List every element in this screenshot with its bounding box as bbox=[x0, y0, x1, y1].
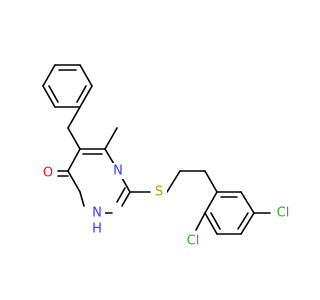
bond bbox=[204, 191, 218, 214]
bond bbox=[104, 127, 118, 150]
bond bbox=[240, 212, 255, 235]
nitrogen-label: N bbox=[92, 206, 102, 221]
bond bbox=[42, 85, 56, 108]
bond bbox=[67, 127, 81, 150]
nitrogen-label: N bbox=[113, 164, 123, 179]
bond bbox=[76, 85, 87, 103]
bond bbox=[195, 212, 206, 231]
phenyl-ring bbox=[42, 64, 93, 108]
bond bbox=[121, 177, 131, 193]
bond bbox=[79, 191, 85, 207]
atom-label-cl-para: Cl bbox=[272, 205, 294, 221]
bond bbox=[204, 212, 218, 235]
bond bbox=[79, 64, 93, 87]
atom-label-n-lower: N H bbox=[89, 204, 105, 237]
bond bbox=[166, 170, 181, 193]
bond bbox=[104, 148, 115, 165]
atom-label-n-upper: N bbox=[110, 163, 126, 179]
chlorine-label: Cl bbox=[187, 234, 200, 249]
bond bbox=[67, 148, 81, 172]
bond bbox=[42, 64, 56, 87]
pyrimidinone-ring bbox=[67, 148, 131, 214]
dichlorophenyl-ring bbox=[204, 170, 255, 235]
bond bbox=[204, 170, 218, 193]
bond bbox=[240, 191, 255, 214]
oxygen-label: O bbox=[43, 166, 53, 181]
chlorine-label: Cl bbox=[277, 206, 290, 221]
molecule-structure: N N H O S Cl Cl bbox=[40, 64, 294, 249]
molecule-canvas: N N H O S Cl Cl bbox=[40, 64, 294, 249]
atom-label-sulfur: S bbox=[151, 184, 167, 200]
bond bbox=[79, 85, 93, 108]
bond bbox=[48, 85, 59, 103]
bond bbox=[67, 106, 81, 129]
atom-label-cl-ortho: Cl bbox=[182, 233, 204, 249]
bond bbox=[121, 191, 131, 207]
bond bbox=[210, 212, 221, 230]
atom-label-oxygen: O bbox=[40, 165, 56, 181]
hydrogen-label: H bbox=[92, 222, 102, 237]
bond bbox=[237, 212, 249, 230]
bond bbox=[67, 170, 81, 193]
sulfur-label: S bbox=[155, 185, 163, 200]
bond bbox=[116, 187, 126, 203]
